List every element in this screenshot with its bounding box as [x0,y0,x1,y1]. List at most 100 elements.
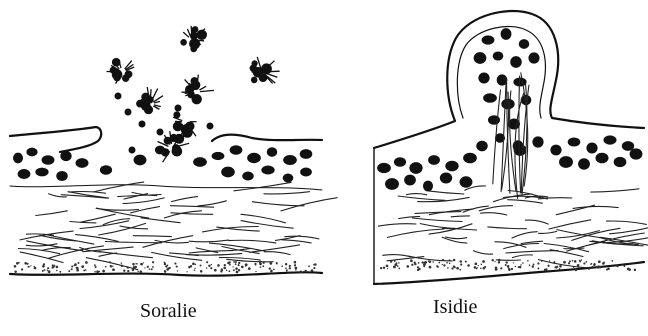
cortex-dot [269,268,270,269]
cortex-dot [164,270,166,272]
cortex-dot [14,270,16,272]
cortex-dot [238,262,240,264]
cortex-dot [580,259,581,260]
hypha-strand [143,236,193,248]
hypha-strand [512,255,532,258]
algal-cell [283,155,297,165]
hypha-strand [379,224,417,226]
cortex-dot [54,265,55,266]
cortex-dot [417,269,419,271]
cortex-dot [28,266,30,268]
cortex-dot [281,265,283,267]
cortex-dot [285,267,287,269]
soredium-hypha [257,57,261,68]
hypha-strand [234,182,291,190]
hypha-strand [508,200,543,204]
soredium-cell [172,146,183,157]
algal-cell [440,173,452,184]
hypha-strand [481,213,507,215]
cortex-dot [583,262,585,264]
cortex-dot [527,260,529,262]
cortex-dot [132,269,134,271]
algal-cell [42,155,55,165]
cortex-dot [533,263,535,265]
algal-cell [559,156,573,168]
algal-cell [474,52,487,64]
cortex-dot [74,265,75,266]
algal-cell [532,136,543,147]
cortex-dot [132,263,134,265]
cortex-dot [30,265,31,266]
cortex-dot [438,262,440,264]
soralium-hyphae [18,182,337,270]
algal-cell [221,167,235,178]
cortex-dot [238,264,240,266]
soralium-caption: Soralie [140,300,197,323]
cortex-dot [228,270,230,272]
hypha-strand [607,221,647,224]
cortex-dot [186,271,187,272]
cortex-dot [574,260,577,263]
algal-cell [460,176,473,187]
cortex-dot [442,264,443,265]
cortex-dot [414,263,416,265]
cortex-dot [573,266,574,267]
algal-cell [614,157,627,167]
cortex-dot [421,261,423,263]
cortex-dot [308,265,310,267]
cortex-dot [194,269,196,271]
cortex-dot [102,270,105,273]
algal-cell [60,151,71,161]
algal-cell [247,153,261,163]
cortex-dot [495,268,498,271]
hypha-strand [442,229,476,231]
cortex-dot [478,265,479,266]
hypha-strand [591,189,639,192]
cortex-dot [592,266,594,268]
algal-cell [428,155,440,165]
cortex-dot [233,261,235,263]
algal-cell [56,171,67,181]
cortex-dot [410,259,413,262]
cortex-dot [598,260,601,263]
cortex-dot [83,269,85,271]
hypha-strand [93,182,144,192]
algal-cell [578,158,590,169]
algal-cell [409,162,422,174]
algal-cell [483,93,497,103]
cortex-dot [390,260,393,263]
isidium-caption: Isidie [433,296,477,319]
algal-cell [603,135,616,144]
cortex-dot [507,265,510,268]
cortex-dot [436,265,438,267]
algal-cell [212,152,225,160]
cortex-dot [538,268,539,269]
cortex-dot [259,263,262,266]
cortex-dot [263,262,265,264]
cortex-dot [396,262,398,264]
cortex-dot [286,269,288,271]
cortex-dot [549,260,550,261]
algal-cell [394,157,406,167]
loose-soredium-cell [129,147,136,154]
soralium-panel [10,26,337,276]
soredium-cell [180,39,187,46]
cortex-dot [289,267,291,269]
loose-soredium-cell [175,105,182,112]
cortex-dot [94,264,96,266]
algal-cell [513,140,524,152]
cortex-dot [467,264,470,267]
algal-cell [18,169,31,179]
soredium-hypha [200,90,214,91]
cortex-dot [135,266,137,268]
cortex-dot [228,261,230,263]
hypha-strand [36,211,68,216]
cortex-dot [220,270,222,272]
cortex-dot [585,261,587,263]
cortex-dot [432,261,434,263]
hypha-strand [20,252,63,262]
cortex-dot [500,267,502,269]
cortex-dot [579,261,581,263]
algal-cell [550,145,561,156]
